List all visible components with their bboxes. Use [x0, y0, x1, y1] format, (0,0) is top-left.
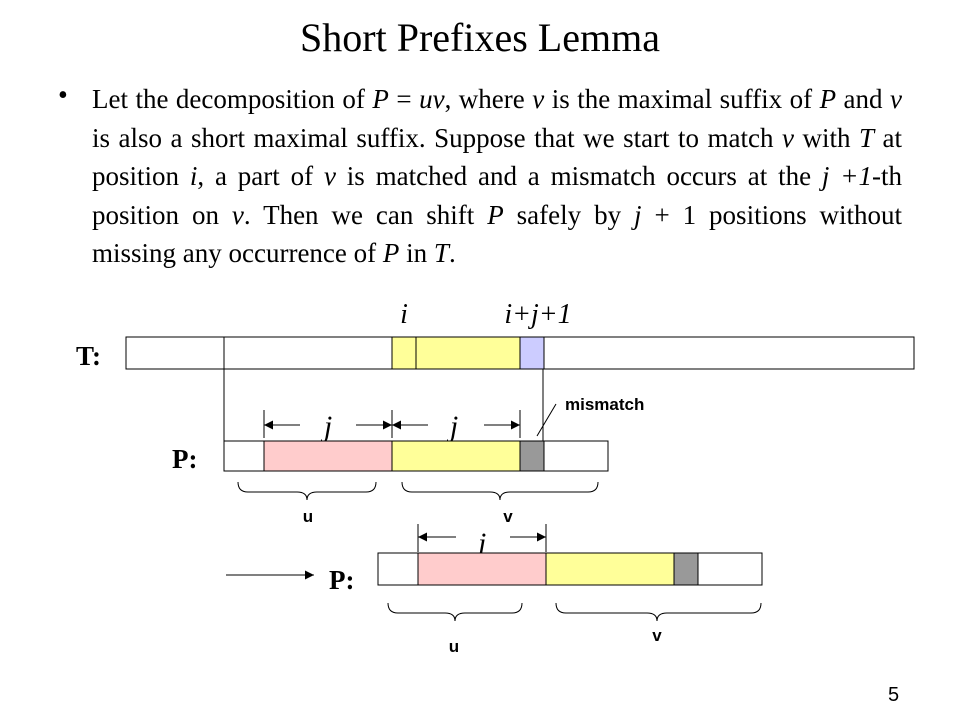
j-span-bottom: [417, 524, 547, 552]
mismatch-pointer: [536, 403, 557, 437]
v-brace-bottom: [555, 602, 762, 622]
u-label-bottom: u: [449, 637, 459, 656]
pattern-mismatch-cell-bottom: [673, 552, 699, 586]
j-label-u-top: j: [320, 410, 332, 443]
u-brace-bottom: [387, 602, 523, 622]
j-label-bottom: j: [474, 527, 486, 560]
pattern-bar-top: [223, 440, 609, 472]
text-string-bar: [125, 336, 915, 370]
bullet-marker: •: [58, 80, 68, 111]
pattern-row-label-top: P:: [172, 444, 197, 474]
v-brace-top: [401, 481, 599, 501]
mismatch-label: mismatch: [565, 395, 644, 414]
j-span-u-top: [263, 410, 392, 438]
page-number: 5: [888, 684, 900, 706]
j-span-v-top: [391, 410, 521, 438]
pattern-v-segment-top: [391, 440, 521, 472]
v-label-bottom: v: [652, 626, 662, 645]
u-label-top: u: [303, 507, 313, 526]
pattern-u-segment-top: [263, 440, 393, 472]
position-ij1-label: i+j+1: [504, 299, 571, 330]
u-brace-top: [237, 481, 377, 501]
text-mismatch-cell: [519, 336, 545, 370]
slide-title: Short Prefixes Lemma: [300, 15, 660, 60]
v-label-top: v: [503, 507, 513, 526]
pattern-bar-bottom: [377, 552, 763, 586]
pattern-row-label-bottom: P:: [329, 565, 354, 595]
text-row-label: T:: [76, 341, 101, 371]
pattern-v-segment-bottom: [545, 552, 675, 586]
position-i-label: i: [400, 299, 408, 330]
text-matched-segment: [391, 336, 521, 370]
pattern-u-segment-bottom: [417, 552, 547, 586]
bullet-paragraph: Let the decomposition of P = uv, where v…: [92, 84, 903, 268]
j-label-v-top: j: [446, 410, 458, 443]
pattern-mismatch-cell-top: [519, 440, 545, 472]
